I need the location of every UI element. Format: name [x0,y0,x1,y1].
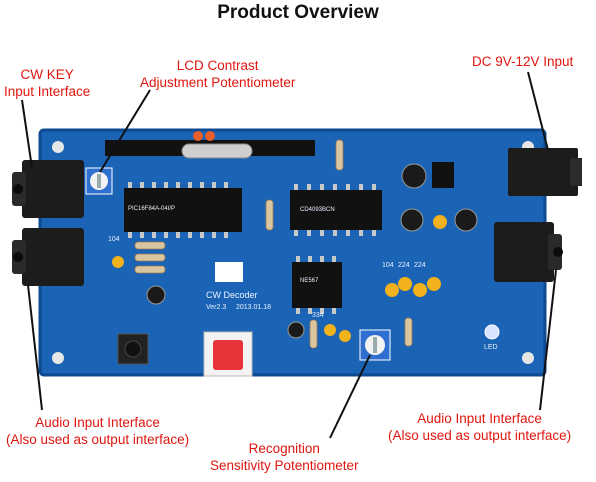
chip3-marking: NE567 [300,278,319,284]
cd4093-chip [290,184,382,236]
mount-hole [522,352,534,364]
mount-hole [52,141,64,153]
electrolytic-capacitors [146,163,478,339]
label-dc-input: DC 9V-12V Input [472,54,574,69]
red-button [203,331,253,377]
mount-hole [52,352,64,364]
label-lcd-contrast: LCD Contrast Adjustment Potentiometer [140,58,296,90]
led-marking: LED [484,344,498,351]
label-recognition: Recognition Sensitivity Potentiometer [210,441,359,473]
recognition-pot [359,329,391,361]
cap1-marking: 104 [108,236,120,243]
capacitor [205,131,215,141]
chip-logo-icon [215,262,243,282]
label-audio-right: Audio Input Interface (Also used as outp… [388,411,572,443]
board-name: CW Decoder [206,290,258,300]
dc-jack [508,148,582,196]
ne567-chip [292,256,342,314]
ceramic-capacitors [112,215,447,342]
audio-jack-left [12,228,84,286]
chip1-marking: PIC16F84A-04I/P [128,206,176,212]
lcd-contrast-pot [85,167,113,195]
diagram-title: Product Overview [217,2,379,23]
board-version: Ver2.3 [206,304,227,311]
cap3-marking: 224 [398,262,410,269]
push-button [117,333,149,365]
capacitor [193,131,203,141]
cap2-marking: 104 [382,262,394,269]
voltage-regulator [432,162,454,188]
audio-jack-right [494,222,563,282]
pic-chip [124,182,242,238]
cap4-marking: 224 [414,262,426,269]
resistors [134,139,413,349]
pcb-board [38,128,547,377]
callout-lines [21,71,557,439]
cw-key-jack [12,160,84,218]
crystal [181,143,253,159]
led [484,324,500,340]
label-cw-key: CW KEY Input Interface [4,67,91,99]
board-date: 2013.01.18 [236,304,272,311]
chip2-marking: CD4093BCN [300,207,335,213]
label-audio-left: Audio Input Interface (Also used as outp… [6,415,190,447]
cap5-marking: 334 [312,312,324,319]
